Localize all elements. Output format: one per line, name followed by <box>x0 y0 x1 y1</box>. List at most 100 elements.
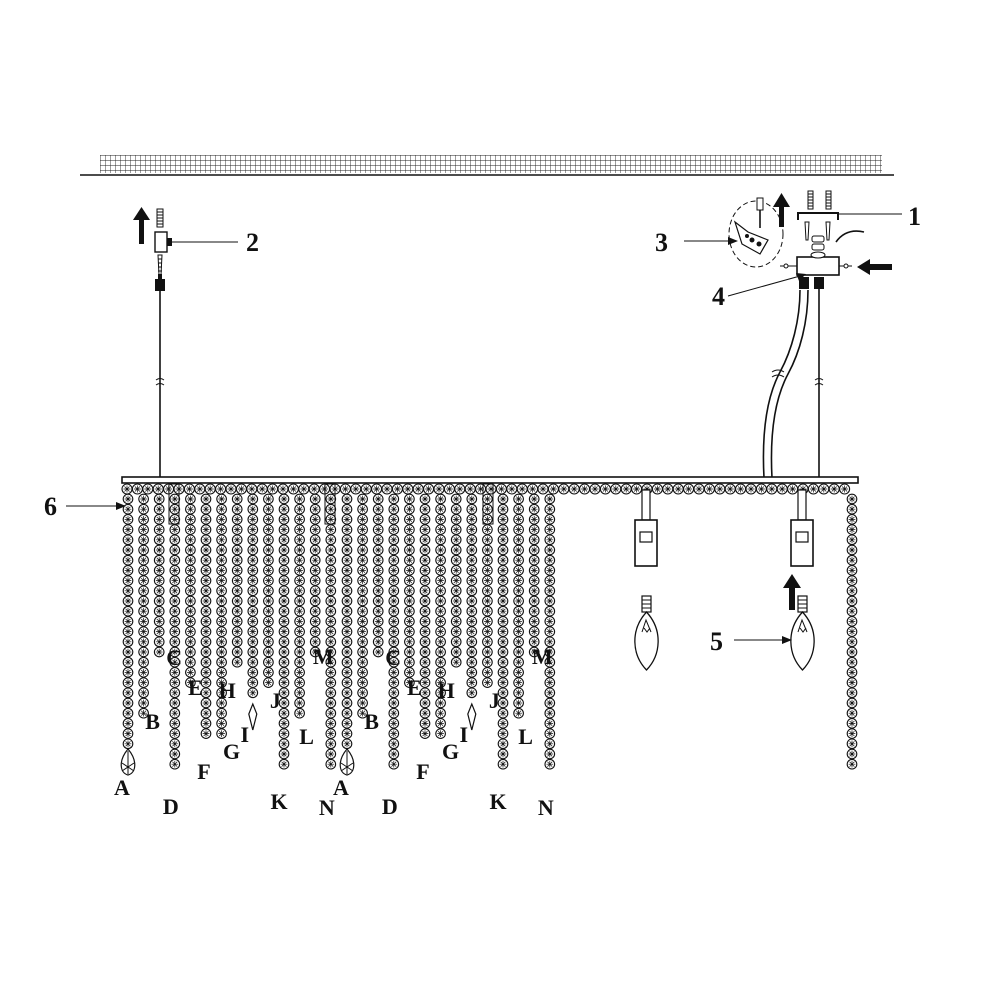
crystal-bead <box>231 554 243 566</box>
crystal-bead <box>325 667 337 678</box>
crystal-bead <box>372 544 384 556</box>
crystal-bead <box>122 656 134 668</box>
crystal-bead <box>466 636 478 648</box>
crystal-bead <box>309 646 321 658</box>
crystal-bead <box>138 585 149 597</box>
crystal-bead <box>231 616 243 627</box>
crystal-bead <box>169 728 181 739</box>
crystal-bead <box>153 616 165 627</box>
crystal-bead <box>423 483 435 495</box>
crystal-bead <box>435 656 446 668</box>
strand-letter-b: B <box>364 709 379 734</box>
crystal-bead <box>263 677 274 688</box>
crystal-bead <box>185 534 196 546</box>
crystal-bead <box>419 524 431 535</box>
crystal-bead <box>419 707 431 719</box>
crystal-bead <box>450 585 462 597</box>
crystal-bead <box>357 605 368 617</box>
crystal-bead <box>528 565 540 576</box>
crystal-bead <box>153 595 165 607</box>
crystal-bead <box>544 697 556 709</box>
crystal-bead <box>341 534 353 546</box>
crystal-bead <box>372 636 384 648</box>
crystal-bead <box>475 483 487 495</box>
crystal-bead <box>466 514 478 525</box>
crystal-bead <box>138 707 149 719</box>
crystal-bead <box>169 605 181 617</box>
crystal-bead <box>325 514 337 525</box>
crystal-bead <box>153 493 165 505</box>
crystal-bead <box>247 595 259 607</box>
crystal-bead <box>169 585 181 597</box>
crystal-bead <box>544 605 556 617</box>
crystal-bead <box>528 544 540 556</box>
strand-letter-i: I <box>241 722 250 747</box>
crystal-bead <box>278 758 290 770</box>
crystal-bead <box>169 646 181 658</box>
crystal-bead <box>388 585 400 597</box>
crystal-bead <box>404 646 415 658</box>
crystal-bead <box>122 677 134 688</box>
crystal-bead <box>153 554 165 566</box>
crystal-bead <box>435 524 446 535</box>
crystal-bead <box>544 758 556 770</box>
crystal-bead <box>544 728 556 739</box>
crystal-bead <box>231 585 243 597</box>
crystal-bead <box>388 738 400 750</box>
crystal-bead <box>388 575 400 586</box>
crystal-bead <box>610 483 622 495</box>
crystal-bead <box>247 677 259 688</box>
crystal-bead <box>357 667 368 678</box>
crystal-bead <box>153 503 165 515</box>
crystal-bead <box>350 483 362 495</box>
crystal-bead <box>169 748 181 760</box>
strand-letter-k: K <box>270 789 287 814</box>
crystal-bead <box>185 493 196 505</box>
crystal-bead <box>200 595 212 607</box>
crystal-bead <box>807 483 819 495</box>
crystal-bead <box>497 544 509 556</box>
up-arrow-icon <box>133 207 150 244</box>
crystal-bead <box>309 493 321 505</box>
crystal-bead <box>325 565 337 576</box>
crystal-bead <box>185 605 196 617</box>
crystal-bead <box>138 503 149 515</box>
crystal-bead <box>672 483 684 495</box>
crystal-bead <box>513 626 524 637</box>
crystal-strand <box>404 493 415 688</box>
crystal-bead <box>309 605 321 617</box>
crystal-bead <box>466 575 478 586</box>
crystal-bead <box>388 544 400 556</box>
crystal-bead <box>216 595 227 607</box>
crystal-bead <box>466 616 478 627</box>
crystal-bead <box>846 636 858 648</box>
crystal-bead <box>294 595 305 607</box>
crystal-bead <box>435 667 446 678</box>
crystal-bead <box>325 728 337 739</box>
callout-6: 6 <box>44 492 57 521</box>
crystal-bead <box>122 585 134 597</box>
crystal-bead <box>153 585 165 597</box>
crystal-bead <box>450 575 462 586</box>
crystal-bead <box>419 554 431 566</box>
crystal-bead <box>357 595 368 607</box>
crystal-bead <box>388 687 400 699</box>
crystal-bead <box>846 493 858 505</box>
crystal-bead <box>138 565 149 576</box>
crystal-bead <box>846 575 858 586</box>
crystal-bead <box>185 595 196 607</box>
crystal-strand <box>528 493 540 658</box>
candle-bulb-icon <box>634 595 659 671</box>
crystal-bead <box>169 738 181 750</box>
crystal-bead <box>497 656 509 668</box>
crystal-bead <box>200 534 212 546</box>
crystal-bead <box>435 544 446 556</box>
crystal-bead <box>435 605 446 617</box>
crystal-bead <box>341 493 353 505</box>
crystal-bead <box>246 483 258 495</box>
crystal-bead <box>278 585 290 597</box>
crystal-bead <box>263 503 274 515</box>
crystal-bead <box>846 544 858 556</box>
crystal-bead <box>122 728 134 739</box>
crystal-strand <box>372 493 384 658</box>
